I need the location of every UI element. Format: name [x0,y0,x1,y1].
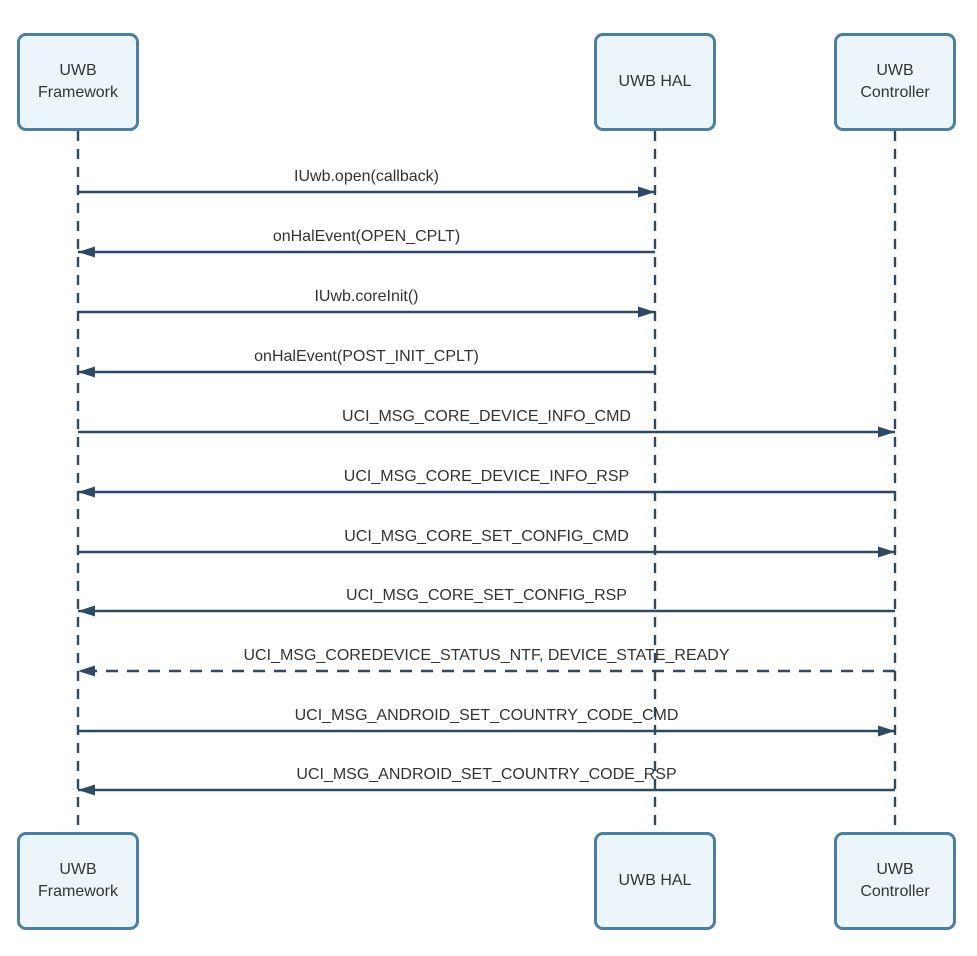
message-label-core-set-config-cmd: UCI_MSG_CORE_SET_CONFIG_CMD [344,528,629,545]
actor-uwb-hal-bottom: UWB HAL [594,832,716,930]
actor-uwb-framework-bottom: UWB Framework [17,832,139,930]
message-label-core-set-config-rsp: UCI_MSG_CORE_SET_CONFIG_RSP [346,587,627,604]
message-label-device-status-ntf: UCI_MSG_COREDEVICE_STATUS_NTF, DEVICE_ST… [243,647,730,664]
actor-uwb-framework-top: UWB Framework [17,33,139,131]
message-label-iuwb-coreinit: IUwb.coreInit() [314,288,419,305]
message-label-core-device-info-cmd: UCI_MSG_CORE_DEVICE_INFO_CMD [342,408,631,425]
actor-uwb-hal-top: UWB HAL [594,33,716,131]
message-label-onhalevent-post-init-cplt: onHalEvent(POST_INIT_CPLT) [254,348,479,365]
actor-uwb-controller-bottom: UWB Controller [834,832,956,930]
message-label-core-device-info-rsp: UCI_MSG_CORE_DEVICE_INFO_RSP [343,468,630,485]
message-label-android-set-country-code-cmd: UCI_MSG_ANDROID_SET_COUNTRY_CODE_CMD [294,707,679,724]
message-label-iuwb-open: IUwb.open(callback) [294,168,439,185]
actor-uwb-controller-top: UWB Controller [834,33,956,131]
message-label-android-set-country-code-rsp: UCI_MSG_ANDROID_SET_COUNTRY_CODE_RSP [296,766,677,783]
message-label-onhalevent-open-cplt: onHalEvent(OPEN_CPLT) [272,228,461,245]
